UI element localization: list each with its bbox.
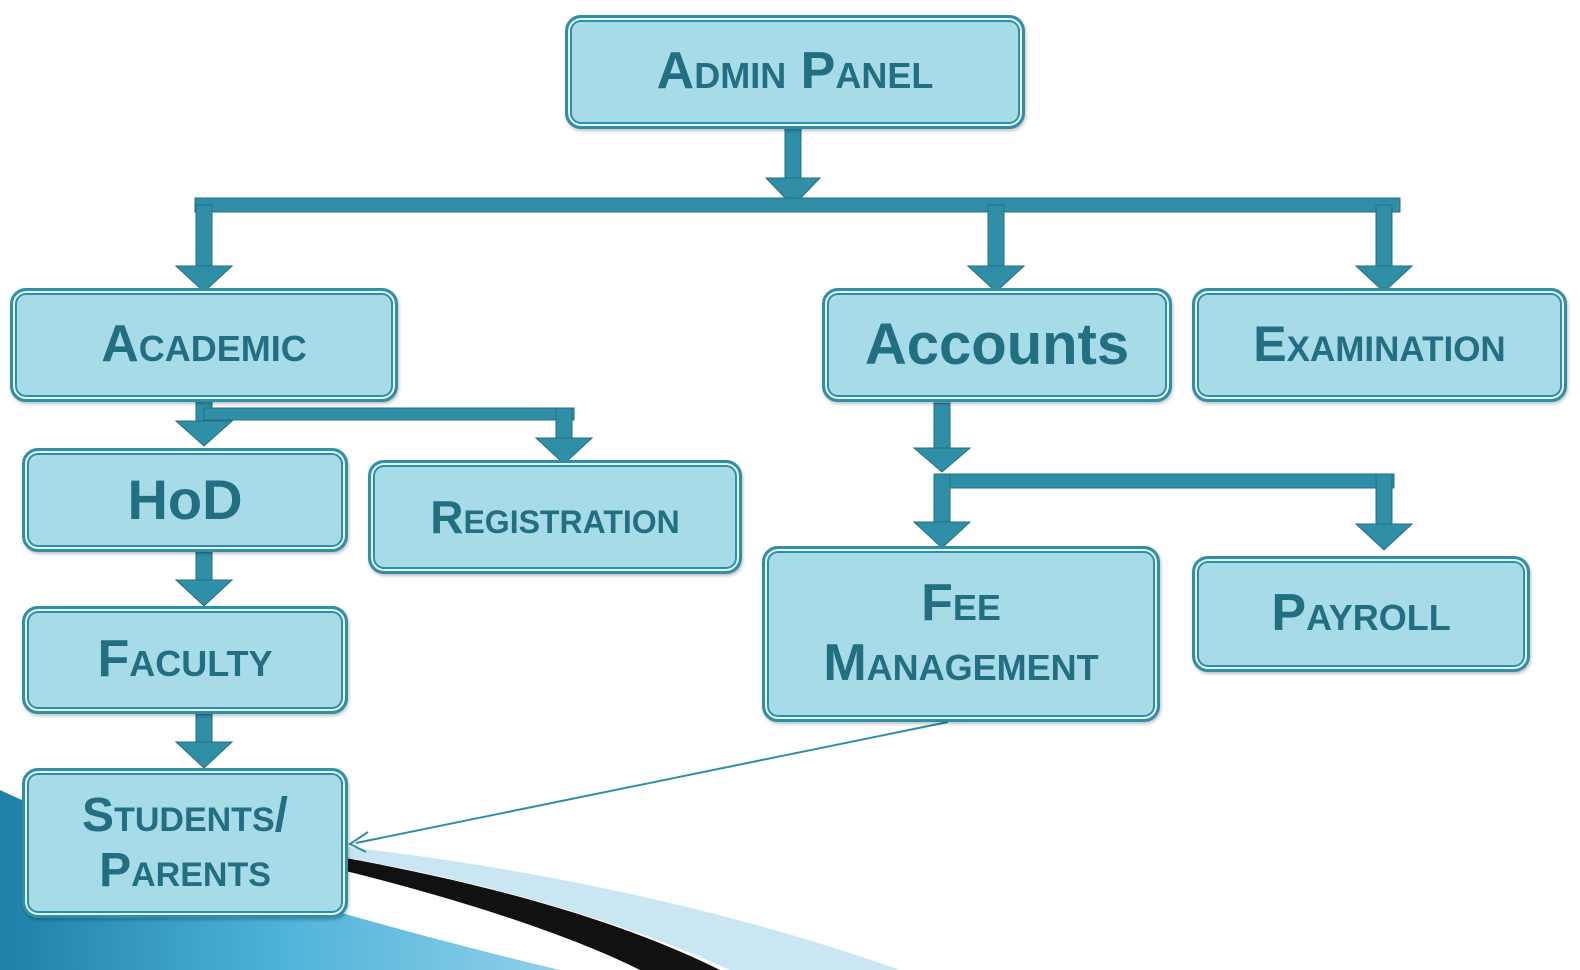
node-registration-label: Registration <box>430 490 680 543</box>
node-academic-label: Academic <box>101 315 307 374</box>
arrow-shaft-academic <box>195 204 213 268</box>
node-payroll: Payroll <box>1192 556 1530 672</box>
node-examination: Examination <box>1192 288 1567 402</box>
fee-to-students-line <box>355 721 949 844</box>
arrow-shaft-admin <box>784 127 802 179</box>
node-academic: Academic <box>10 288 398 402</box>
arrow-head-students <box>174 741 234 769</box>
node-faculty-label: Faculty <box>97 630 273 689</box>
arrow-shaft-examination <box>1375 204 1393 268</box>
node-examination-label: Examination <box>1253 316 1506 373</box>
fee-to-students-arrowhead <box>348 831 369 853</box>
node-accounts: Accounts <box>822 288 1172 402</box>
node-faculty: Faculty <box>22 606 348 714</box>
node-hod: HoD <box>22 448 348 552</box>
node-fee-line1: Fee <box>921 574 1001 633</box>
arrow-shaft-accounts <box>987 204 1005 268</box>
arrow-head-admin-bus <box>764 177 822 207</box>
arrow-head-academic <box>174 265 234 293</box>
arrow-head-fee <box>912 521 972 549</box>
branch-fee-payroll <box>933 473 1395 489</box>
arrow-head-registration <box>534 437 594 465</box>
node-students-line1: Students/ <box>82 788 288 842</box>
arrow-head-accounts-down <box>912 447 972 473</box>
node-admin-panel: Admin Panel <box>565 15 1025 129</box>
arrow-shaft-payroll <box>1375 473 1393 527</box>
node-accounts-label: Accounts <box>864 311 1130 377</box>
arrow-shaft-registration <box>555 407 573 441</box>
arrow-head-examination <box>1354 265 1414 293</box>
node-payroll-label: Payroll <box>1271 584 1451 643</box>
arrow-head-faculty <box>174 579 234 607</box>
arrow-shaft-faculty <box>195 551 213 583</box>
arrow-shaft-accounts-down <box>933 402 951 452</box>
node-fee-line2: Management <box>823 634 1099 692</box>
node-admin-panel-label: Admin Panel <box>656 42 934 101</box>
arrow-head-hod <box>174 420 234 447</box>
arrow-shaft-fee <box>933 473 951 525</box>
node-students-parents: Students/ Parents <box>22 768 348 918</box>
arrow-head-payroll <box>1354 523 1414 551</box>
arrow-shaft-students <box>195 713 213 745</box>
node-students-line2: Parents <box>99 844 271 897</box>
branch-registration <box>203 407 575 421</box>
arrow-head-accounts <box>966 265 1026 293</box>
node-hod-label: HoD <box>127 467 243 531</box>
node-fee-management: Fee Management <box>762 546 1160 722</box>
node-registration: Registration <box>368 460 742 574</box>
bus-main <box>194 197 1401 213</box>
